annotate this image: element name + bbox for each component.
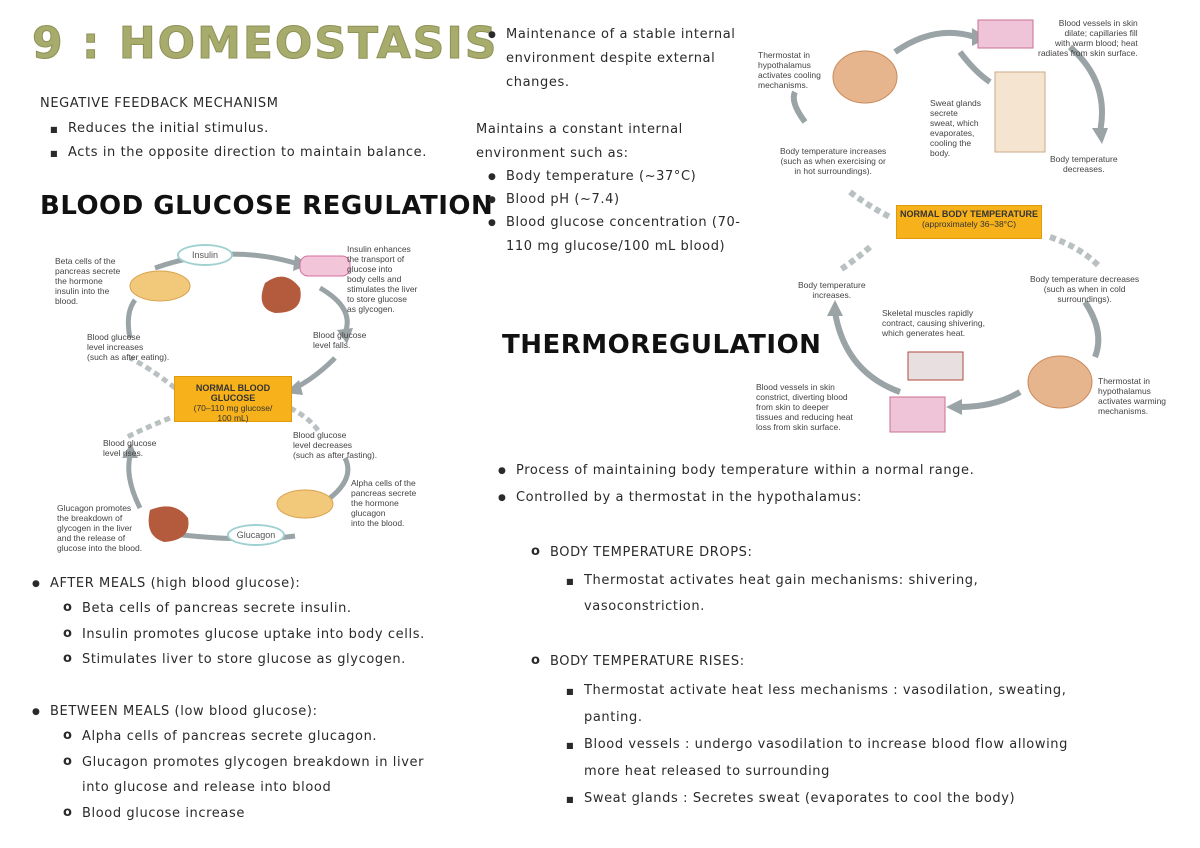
list-item: Controlled by a thermostat in the hypoth…	[498, 490, 862, 505]
level-falls-label: Blood glucose level falls.	[313, 330, 367, 350]
list-item-cont: panting.	[584, 710, 643, 725]
list-item-cont: vasoconstriction.	[584, 599, 705, 614]
maintains-text: Maintains a constant internal	[476, 122, 683, 137]
list-item: Thermostat activate heat less mechanisms…	[566, 683, 1066, 698]
list-item: Thermostat activates heat gain mechanism…	[566, 573, 978, 588]
shivering-label: Skeletal muscles rapidly contract, causi…	[882, 308, 985, 338]
vessels-constrict-label: Blood vessels in skin constrict, diverti…	[756, 382, 853, 432]
list-item: Process of maintaining body temperature …	[498, 463, 974, 478]
normal-temp-title: NORMAL BODY TEMPERATURE	[899, 209, 1038, 219]
list-item: Reduces the initial stimulus.	[50, 121, 269, 136]
level-decreases-label: Blood glucose level decreases (such as a…	[293, 430, 378, 460]
level-increases-label: Blood glucose level increases (such as a…	[87, 332, 170, 362]
list-item: Alpha cells of pancreas secrete glucagon…	[63, 728, 377, 744]
negative-feedback-heading: NEGATIVE FEEDBACK MECHANISM	[40, 96, 279, 111]
normal-temp-range: (approximately 36–38°C)	[921, 219, 1017, 229]
glucose-heading: BLOOD GLUCOSE REGULATION	[40, 191, 494, 221]
list-item: Acts in the opposite direction to mainta…	[50, 145, 427, 160]
list-item-cont: changes.	[506, 75, 570, 90]
normal-glucose-title: NORMAL BLOOD GLUCOSE	[195, 383, 271, 403]
temp-decreases-label: Body temperature decreases.	[1050, 154, 1118, 174]
temp-decrease-cause-label: Body temperature decreases (such as when…	[1030, 274, 1140, 304]
glucose-diagram: Insulin Glucagon Beta cells of the pancr…	[55, 238, 425, 553]
temp-rises-heading: BODY TEMPERATURE RISES:	[531, 653, 745, 669]
glucagon-promotes-label: Glucagon promotes the breakdown of glyco…	[57, 503, 143, 553]
glucagon-label: Glucagon	[227, 524, 285, 546]
normal-blood-glucose-box: NORMAL BLOOD GLUCOSE (70–110 mg glucose/…	[174, 376, 292, 423]
insulin-label: Insulin	[177, 244, 233, 266]
page-title: 9 : HOMEOSTASIS	[31, 18, 499, 70]
temp-increases-label: Body temperature increases.	[798, 280, 866, 300]
beta-cells-label: Beta cells of the pancreas secrete the h…	[55, 256, 121, 306]
between-meals-heading: BETWEEN MEALS (low blood glucose):	[32, 704, 318, 719]
sweat-glands-label: Sweat glands secrete sweat, which evapor…	[930, 98, 982, 158]
thermostat-cooling-label: Thermostat in hypothalamus activates coo…	[758, 50, 821, 90]
normal-glucose-range: (70–110 mg glucose/ 100 mL)	[193, 403, 273, 423]
temp-increase-cause-label: Body temperature increases (such as when…	[780, 146, 887, 176]
vessels-dilate-label: Blood vessels in skin dilate; capillarie…	[1038, 18, 1138, 58]
thermo-cycle-arrows	[790, 19, 1108, 433]
insulin-enhances-label: Insulin enhances the transport of glucos…	[347, 244, 418, 314]
list-item-cont: into glucose and release into blood	[82, 780, 332, 795]
list-item: Maintenance of a stable internal	[488, 27, 736, 42]
after-meals-heading: AFTER MEALS (high blood glucose):	[32, 576, 300, 591]
list-item: Blood glucose increase	[63, 805, 245, 821]
maintains-text: environment such as:	[476, 146, 629, 161]
list-item: Blood vessels : undergo vasodilation to …	[566, 737, 1068, 752]
list-item: Insulin promotes glucose uptake into bod…	[63, 626, 425, 642]
list-item-cont: environment despite external	[506, 51, 716, 66]
alpha-cells-label: Alpha cells of the pancreas secrete the …	[351, 478, 417, 528]
list-item: Stimulates liver to store glucose as gly…	[63, 651, 406, 667]
list-item: Sweat glands : Secretes sweat (evaporate…	[566, 791, 1015, 806]
normal-body-temp-box: NORMAL BODY TEMPERATURE (approximately 3…	[896, 205, 1042, 239]
thermo-diagram: Thermostat in hypothalamus activates coo…	[750, 12, 1170, 437]
thermostat-warming-label: Thermostat in hypothalamus activates war…	[1098, 376, 1167, 416]
list-item: Beta cells of pancreas secrete insulin.	[63, 600, 352, 616]
list-item: Blood glucose concentration (70-	[488, 215, 741, 230]
list-item: Body temperature (~37°C)	[488, 169, 696, 184]
list-item-cont: 110 mg glucose/100 mL blood)	[506, 239, 726, 254]
thermoregulation-heading: THERMOREGULATION	[502, 330, 822, 360]
list-item: Blood pH (~7.4)	[488, 192, 620, 207]
temp-drops-heading: BODY TEMPERATURE DROPS:	[531, 544, 753, 560]
level-rises-label: Blood glucose level rises.	[103, 438, 157, 458]
list-item: Glucagon promotes glycogen breakdown in …	[63, 754, 424, 770]
list-item-cont: more heat released to surrounding	[584, 764, 830, 779]
